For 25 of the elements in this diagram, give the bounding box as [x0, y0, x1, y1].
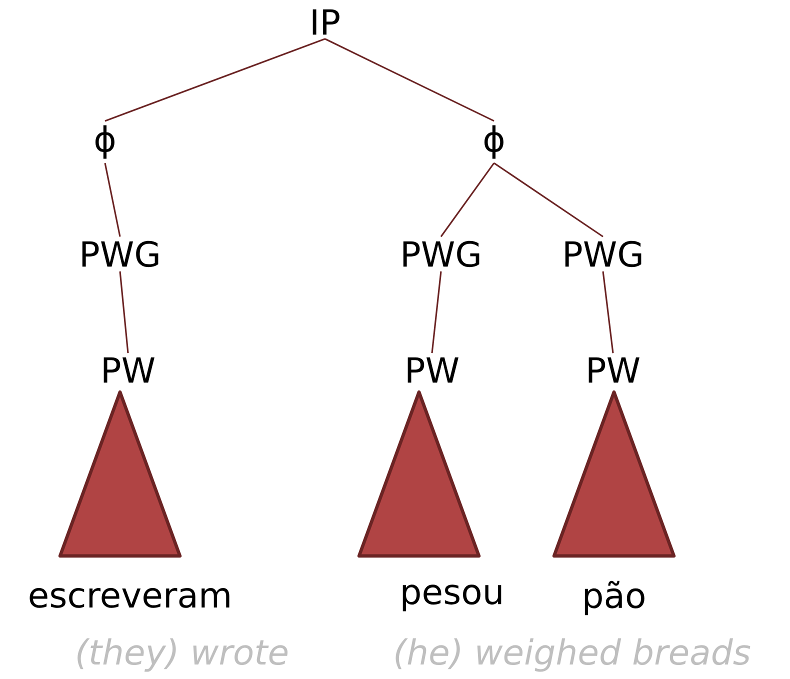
tree-branch — [324, 38, 494, 122]
tree-label: PWG — [565, 240, 642, 268]
tree-branch — [494, 162, 604, 238]
tree-label: ϕ — [484, 125, 504, 159]
tree-branch — [431, 271, 442, 354]
tree-label: PW — [588, 357, 640, 383]
word: pão — [584, 580, 644, 616]
tree-branch — [104, 162, 121, 237]
tree-label: PWG — [82, 240, 158, 268]
triangle — [357, 390, 481, 558]
tree-label: PWG — [403, 240, 480, 268]
word: pesou — [402, 584, 502, 612]
tree-label: PW — [104, 357, 154, 383]
word: escreveram — [30, 588, 230, 608]
gloss: (they) wrote — [78, 638, 288, 672]
tree-label: IP — [312, 9, 340, 35]
gloss: (he) weighed breads — [396, 638, 750, 672]
triangle — [58, 390, 182, 558]
tree-label: ϕ — [95, 125, 114, 159]
tree-branch — [602, 271, 614, 354]
tree-branch — [104, 38, 326, 122]
tree-branch — [119, 271, 129, 354]
tree-label: PW — [408, 357, 458, 383]
tree-branch — [440, 162, 495, 238]
triangle — [552, 390, 676, 558]
